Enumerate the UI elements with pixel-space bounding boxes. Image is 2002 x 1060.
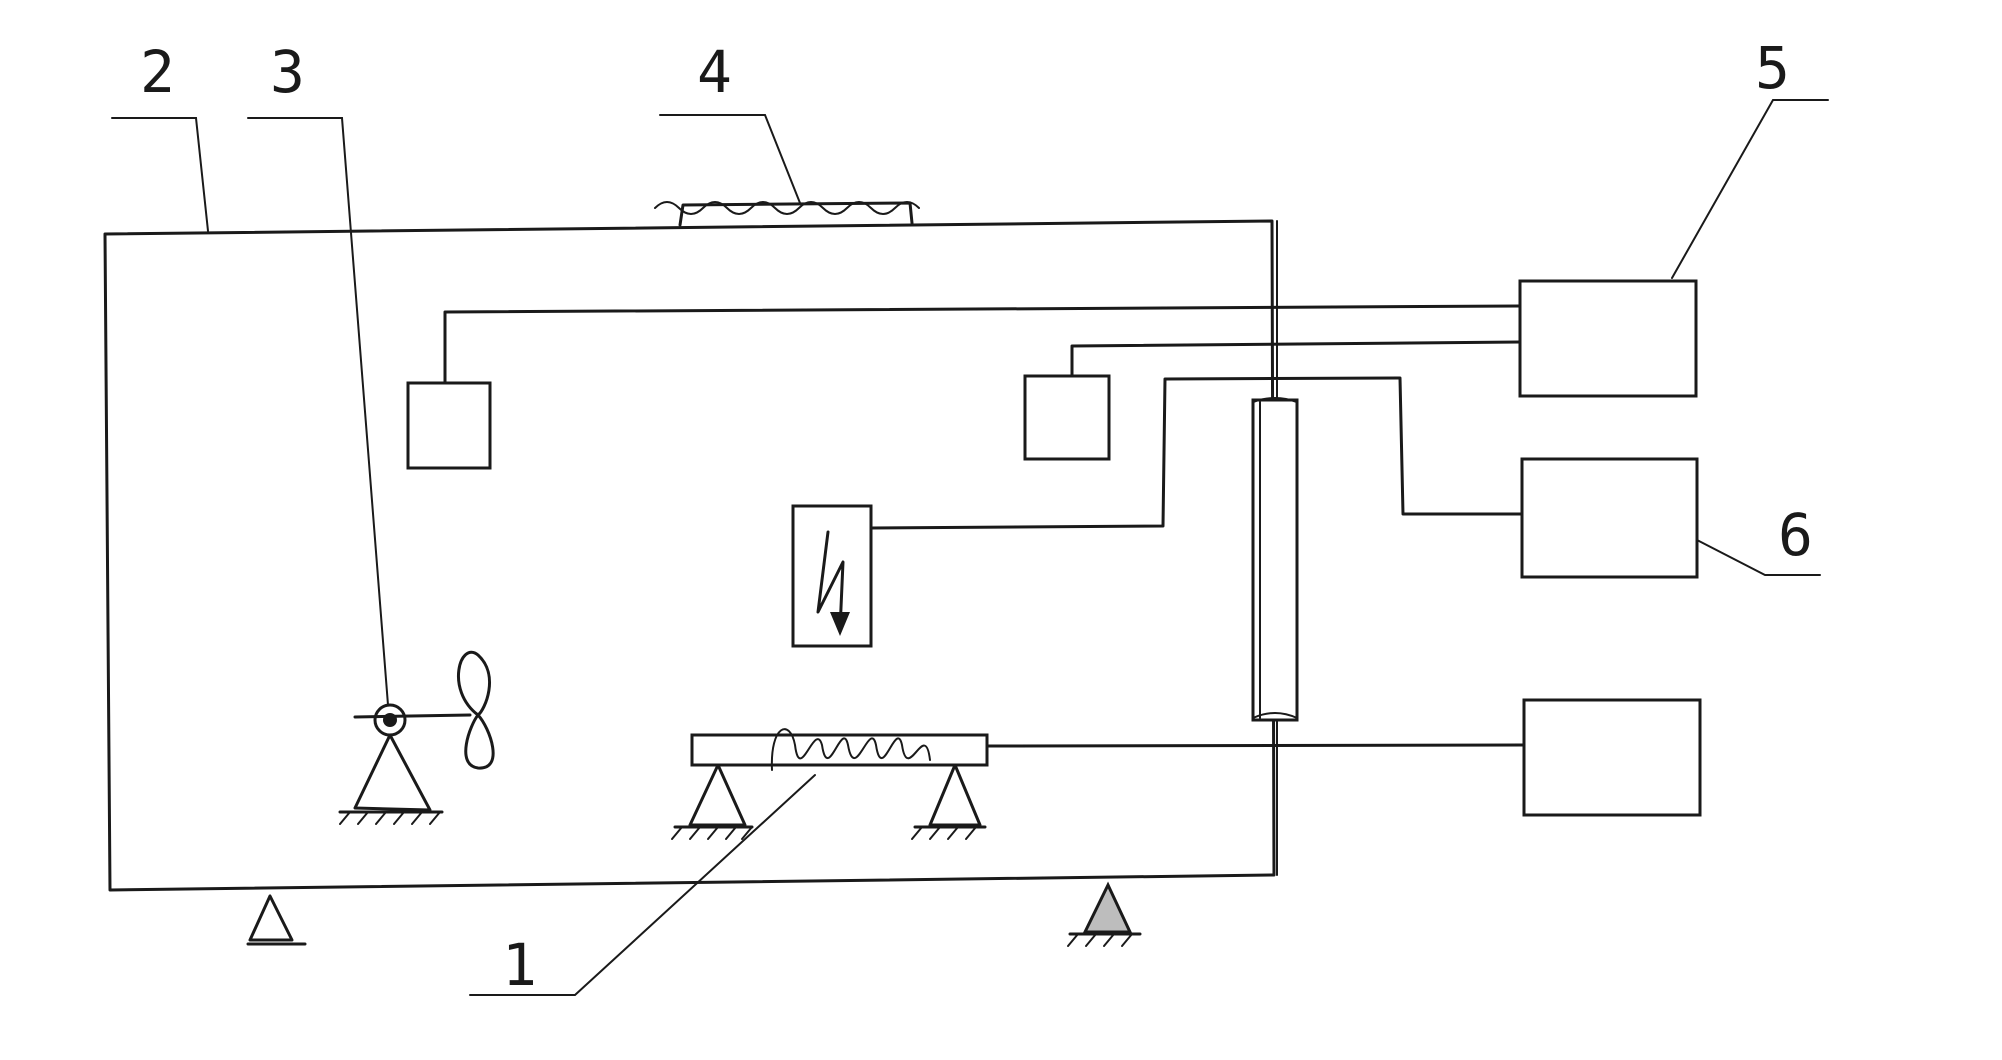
external-box-5: [1518, 279, 1698, 398]
window-wave: [654, 201, 920, 215]
fan-support: [353, 733, 432, 812]
label-3: 3: [270, 38, 305, 106]
leader-5: [1671, 99, 1829, 279]
leader-2: [111, 117, 209, 232]
label-5: 5: [1755, 34, 1790, 102]
external-box-6: [1520, 457, 1699, 579]
chamber-support-right: [1082, 881, 1133, 934]
lightning-arrowhead: [830, 612, 850, 636]
leader-6: [1696, 539, 1821, 576]
wire-left-sensor: [443, 304, 1522, 385]
sensor-box-middle: [1023, 374, 1111, 461]
wire-middle-sensor: [1070, 340, 1522, 378]
label-4: 4: [697, 38, 732, 106]
chamber-support-left: [248, 894, 294, 942]
heater-support-right: [928, 763, 982, 827]
leader-1: [469, 774, 816, 996]
heater-coil: [770, 728, 931, 771]
heater-rod: [690, 733, 989, 767]
external-box-bottom: [1522, 698, 1702, 817]
leader-3: [247, 117, 389, 706]
label-2: 2: [140, 38, 175, 106]
wire-heater: [985, 743, 1526, 748]
leader-4: [659, 114, 801, 204]
fan-blades-icon: [457, 650, 495, 770]
chamber: [103, 219, 1276, 892]
window-element: [678, 201, 914, 227]
wire-discharge: [869, 376, 1524, 530]
lightning-icon: [816, 530, 845, 632]
label-1: 1: [502, 931, 537, 999]
discharge-box: [791, 504, 873, 648]
sensor-box-left: [406, 381, 492, 470]
fan-shaft: [353, 713, 472, 719]
label-6: 6: [1778, 501, 1813, 569]
heater-support-left: [688, 763, 747, 827]
